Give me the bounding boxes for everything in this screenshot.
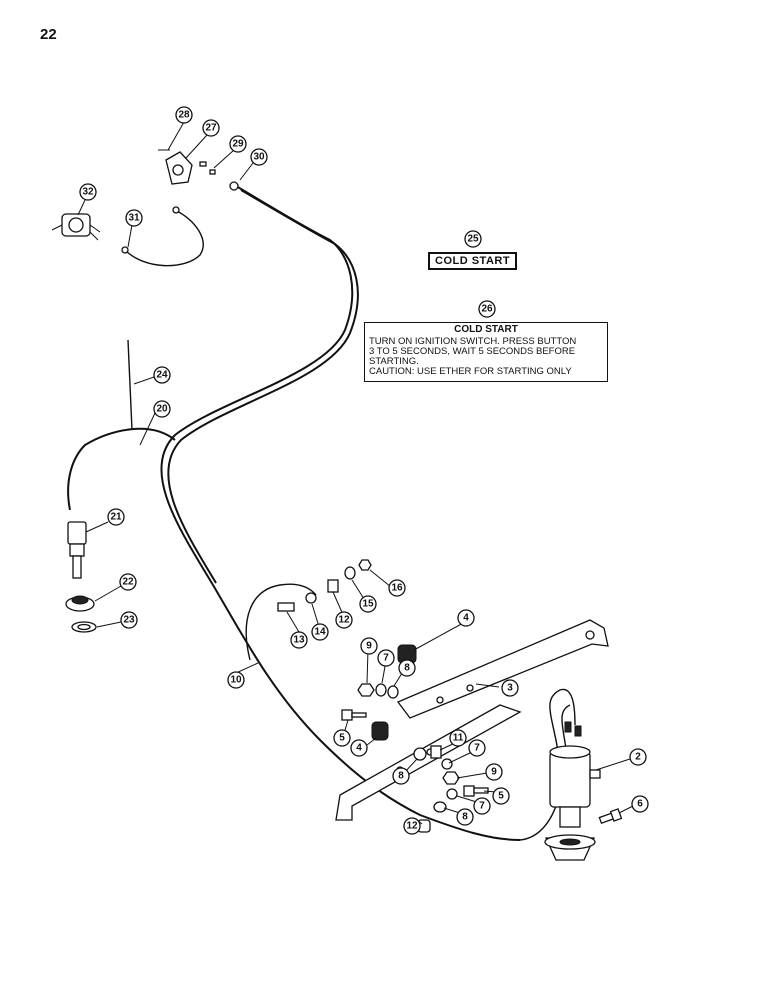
svg-text:4: 4	[463, 613, 469, 624]
callout-7-middle: 7	[468, 739, 486, 757]
callout-16: 16	[388, 579, 406, 597]
callout-9-upper: 9	[360, 637, 378, 655]
callout-13: 13	[290, 631, 308, 649]
svg-text:8: 8	[404, 663, 410, 674]
svg-text:7: 7	[479, 801, 485, 812]
lower-hardware	[413, 745, 489, 833]
callout-10: 10	[227, 671, 245, 689]
svg-text:22: 22	[122, 577, 134, 588]
callout-26: 26	[478, 300, 496, 318]
decal-instructions: TURN ON IGNITION SWITCH. PRESS BUTTON 3 …	[369, 336, 577, 377]
callout-20: 20	[153, 400, 171, 418]
clip-lower	[371, 721, 389, 741]
callout-8-lower: 8	[456, 808, 474, 826]
svg-text:25: 25	[467, 234, 479, 245]
callout-5-lower: 5	[492, 787, 510, 805]
svg-text:7: 7	[383, 653, 389, 664]
callout-4-lower: 4	[350, 739, 368, 757]
svg-text:26: 26	[481, 304, 493, 315]
upper-hardware	[277, 559, 372, 612]
svg-text:12: 12	[406, 821, 418, 832]
callout-8-middle: 8	[392, 767, 410, 785]
svg-text:29: 29	[232, 139, 244, 150]
svg-text:5: 5	[498, 791, 504, 802]
callout-29: 29	[229, 135, 247, 153]
svg-text:16: 16	[391, 583, 403, 594]
svg-text:28: 28	[178, 110, 190, 121]
svg-text:27: 27	[205, 123, 217, 134]
callout-7-lower: 7	[473, 797, 491, 815]
callout-24: 24	[153, 366, 171, 384]
ground-strap	[124, 209, 204, 267]
callout-4-upper: 4	[457, 609, 475, 627]
svg-text:31: 31	[128, 213, 140, 224]
callout-11: 11	[449, 729, 467, 747]
callout-12-lower: 12	[403, 817, 421, 835]
callout-15: 15	[359, 595, 377, 613]
callout-32: 32	[79, 183, 97, 201]
svg-text:11: 11	[453, 733, 464, 744]
svg-text:4: 4	[356, 743, 362, 754]
callout-8-upper: 8	[398, 659, 416, 677]
svg-text:5: 5	[339, 733, 345, 744]
svg-text:10: 10	[230, 675, 242, 686]
callout-3: 3	[501, 679, 519, 697]
nut-stack-upper	[357, 683, 399, 699]
svg-text:21: 21	[110, 512, 122, 523]
callout-14: 14	[311, 623, 329, 641]
page-number: 22	[40, 26, 57, 43]
svg-text:6: 6	[637, 799, 643, 810]
svg-text:24: 24	[156, 370, 168, 381]
svg-text:7: 7	[474, 743, 480, 754]
push-button-switch	[51, 213, 101, 241]
upper-loop-wire	[245, 583, 317, 661]
main-cable	[160, 185, 521, 841]
svg-text:23: 23	[123, 615, 135, 626]
svg-text:12: 12	[338, 615, 350, 626]
callout-30: 30	[250, 148, 268, 166]
svg-text:13: 13	[293, 635, 305, 646]
callout-27: 27	[202, 119, 220, 137]
bolt-six	[598, 808, 623, 825]
svg-text:15: 15	[362, 599, 374, 610]
svg-text:9: 9	[366, 641, 372, 652]
thermostart-sender	[67, 521, 87, 579]
svg-text:9: 9	[491, 767, 497, 778]
svg-text:20: 20	[156, 404, 168, 415]
svg-text:3: 3	[507, 683, 513, 694]
rod	[127, 339, 133, 431]
svg-text:32: 32	[82, 187, 94, 198]
callout-9-lower: 9	[485, 763, 503, 781]
mounting-bracket	[335, 619, 609, 821]
svg-text:8: 8	[462, 812, 468, 823]
callout-25: 25	[464, 230, 482, 248]
svg-text:30: 30	[253, 152, 265, 163]
callout-21: 21	[107, 508, 125, 526]
callout-31: 31	[125, 209, 143, 227]
terminal-assembly	[158, 149, 239, 191]
decal-title: COLD START	[454, 324, 518, 335]
strap-eye-lower	[121, 246, 129, 254]
callout-5-upper: 5	[333, 729, 351, 747]
svg-text:2: 2	[635, 752, 641, 763]
callout-7-upper: 7	[377, 649, 395, 667]
cold-start-decal: COLD START TURN ON IGNITION SWITCH. PRES…	[364, 322, 608, 382]
callout-28: 28	[175, 106, 193, 124]
svg-text:14: 14	[314, 627, 326, 638]
cold-start-label: COLD START	[428, 252, 518, 270]
harness-loop	[67, 427, 176, 511]
callout-23: 23	[120, 611, 138, 629]
callout-6: 6	[631, 795, 649, 813]
bolt-upper	[341, 709, 367, 721]
ether-solenoid	[519, 688, 601, 861]
callout-2: 2	[629, 748, 647, 766]
callout-22: 22	[119, 573, 137, 591]
svg-text:8: 8	[398, 771, 404, 782]
callout-12-upper: 12	[335, 611, 353, 629]
strap-eye-upper	[172, 206, 180, 214]
